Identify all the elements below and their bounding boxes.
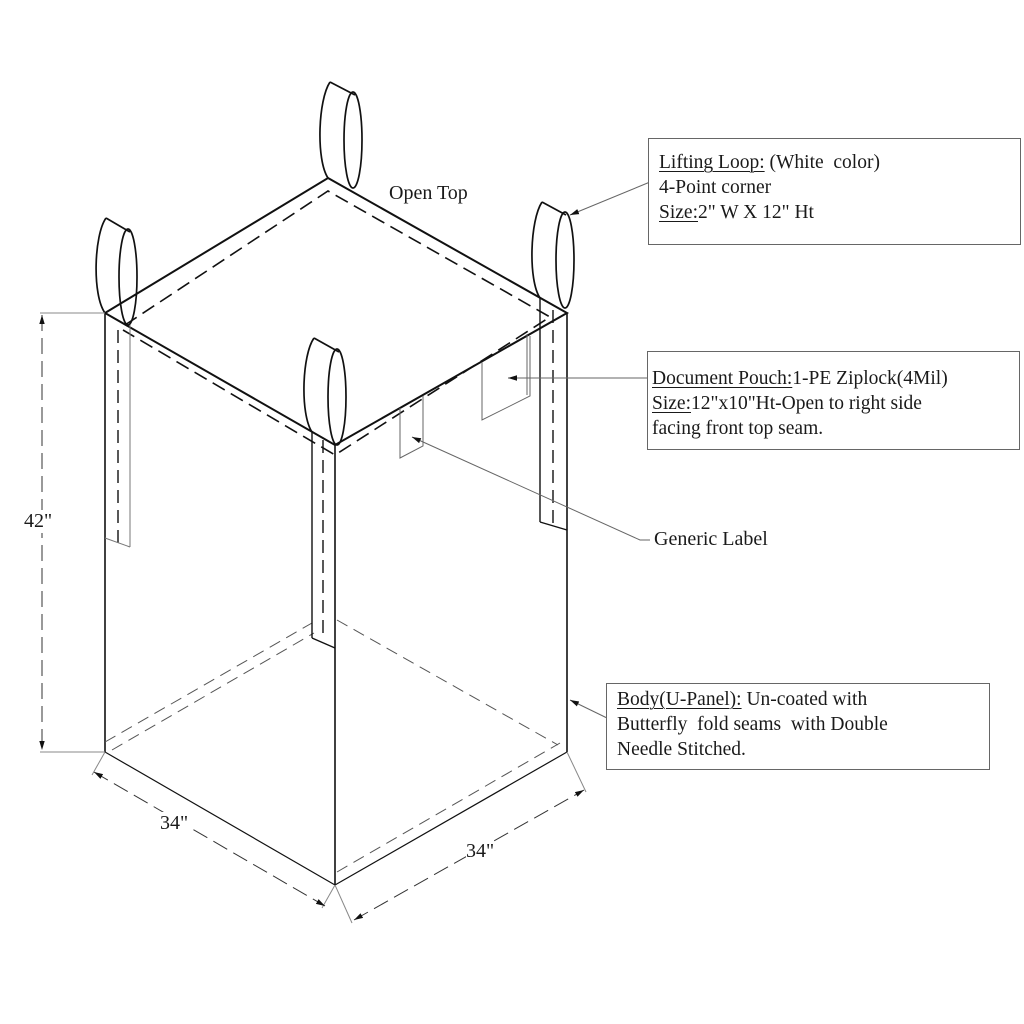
leader-lines <box>411 181 651 719</box>
dimension-lines <box>39 312 587 924</box>
leader-generic-label <box>411 436 650 541</box>
width-right-dimension-text: 34" <box>466 840 495 863</box>
lifting-loop-color: (White color) <box>764 152 880 173</box>
bottom-right-edge <box>334 751 568 886</box>
generic-label-shape <box>399 396 424 459</box>
lifting-loop-size-key: Size: <box>659 202 698 223</box>
document-pouch-shape <box>481 336 531 421</box>
leader-lifting-loop <box>569 181 651 216</box>
body-title: Body(U-Panel): <box>617 689 742 710</box>
front-panel-attachments <box>399 334 531 459</box>
document-pouch-size: 12"x10"Ht-Open to right side <box>691 393 922 414</box>
width-left-dimension-text: 34" <box>160 812 189 835</box>
loop-front <box>303 337 347 446</box>
bag-body <box>103 176 570 886</box>
body-seams: Butterfly fold seams with Double <box>617 714 888 735</box>
document-pouch-placement: facing front top seam. <box>652 418 824 439</box>
body-stitching: Needle Stitched. <box>617 739 746 760</box>
lifting-loop-size: 2" W X 12" Ht <box>698 202 814 223</box>
loop-left <box>95 217 138 326</box>
loop-back <box>319 81 363 189</box>
corner-straps <box>104 298 568 649</box>
generic-label-label: Generic Label <box>654 528 768 550</box>
bottom-left-edge <box>104 751 336 886</box>
lifting-loops <box>95 81 575 446</box>
callout-lifting-loop: Lifting Loop: (White color) 4-Point corn… <box>648 138 1021 245</box>
document-pouch-type: 1-PE Ziplock(4Mil) <box>792 368 948 389</box>
lifting-loop-title: Lifting Loop: <box>659 152 765 173</box>
document-pouch-title: Document Pouch: <box>652 368 793 389</box>
height-dimension-text: 42" <box>24 510 53 533</box>
lifting-loop-corner: 4-Point corner <box>659 177 772 198</box>
top-rim <box>103 176 570 447</box>
open-top-label: Open Top <box>389 182 468 204</box>
loop-right <box>531 201 575 309</box>
callout-body: Body(U-Panel): Un-coated with Butterfly … <box>606 683 990 770</box>
document-pouch-size-key: Size: <box>652 393 691 414</box>
body-coating: Un-coated with <box>741 689 868 710</box>
width-right-dimension <box>353 789 585 921</box>
width-left-dimension <box>93 771 326 907</box>
leader-body <box>569 699 608 719</box>
top-seam <box>122 190 552 456</box>
callout-document-pouch: Document Pouch:1-PE Ziplock(4Mil) Size:1… <box>647 351 1020 450</box>
